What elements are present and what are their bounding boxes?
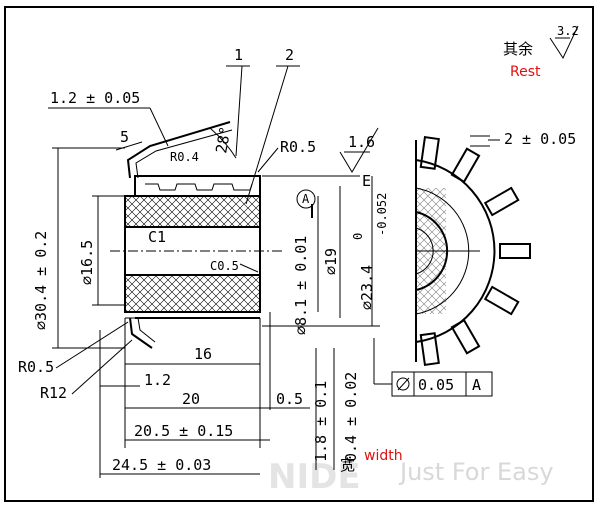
dim-tab-thickness: 1.2 ± 0.05 (50, 89, 140, 107)
dim-tab-length: 5 (120, 128, 129, 146)
dim-slot-width: 2 ± 0.05 (504, 130, 576, 148)
roughness-value: 3.2 (557, 24, 579, 38)
dim-r04: R0.4 (170, 150, 199, 164)
datum-a: A (302, 192, 310, 206)
runout-icon (396, 377, 410, 391)
bottom-hook (129, 317, 153, 349)
tolerance-value: 0.05 (418, 376, 454, 394)
tolerance-ref: A (472, 376, 481, 394)
tolerance-frame (391, 371, 493, 397)
drawing-frame (4, 6, 594, 502)
dim-d234: ∅23.4 (358, 265, 376, 310)
dim-l205: 20.5 ± 0.15 (134, 422, 233, 440)
chamfer-c1: C1 (148, 228, 166, 246)
width-label-cn: 宽 (340, 456, 355, 474)
dim-r05-bottom: R0.5 (18, 358, 54, 376)
dim-bore: ∅16.5 (78, 240, 96, 285)
dim-d234-upper: 0 (351, 233, 365, 240)
dim-l05: 0.5 (276, 390, 303, 408)
commutator-segment (134, 175, 261, 197)
dim-l16: 16 (194, 345, 212, 363)
dim-r12: R12 (40, 384, 67, 402)
chamfer-c05: C0.5 (210, 259, 239, 273)
dim-l12: 1.2 (144, 371, 171, 389)
dim-l04: 0.4 ± 0.02 (342, 372, 360, 462)
dim-r05-top: R0.5 (280, 138, 316, 156)
dim-d234-lower: -0.052 (375, 193, 389, 236)
watermark-brand: NIDE (268, 457, 361, 497)
watermark-slogan: Just For Easy (398, 458, 554, 486)
end-view (415, 136, 531, 366)
roughness-label-en: Rest (510, 64, 541, 80)
width-label: width (364, 448, 403, 464)
surface-16: 1.6 (348, 133, 375, 151)
tab-hook (126, 121, 231, 179)
roughness-label: 其余 (503, 40, 533, 58)
part-2: 2 (285, 46, 294, 64)
dim-l18: 1.8 ± 0.1 (312, 381, 330, 462)
dim-l245: 24.5 ± 0.03 (112, 456, 211, 474)
dim-l20: 20 (182, 390, 200, 408)
part-1: 1 (234, 46, 243, 64)
datum-a-circle (296, 189, 316, 209)
hook (499, 243, 531, 259)
roughness-symbol (549, 25, 579, 60)
dim-d81: ∅8.1 ± 0.01 (292, 236, 310, 335)
datum-e: E (362, 172, 371, 190)
dim-od: ∅30.4 ± 0.2 (32, 231, 50, 330)
dim-d19: ∅19 (322, 248, 340, 275)
